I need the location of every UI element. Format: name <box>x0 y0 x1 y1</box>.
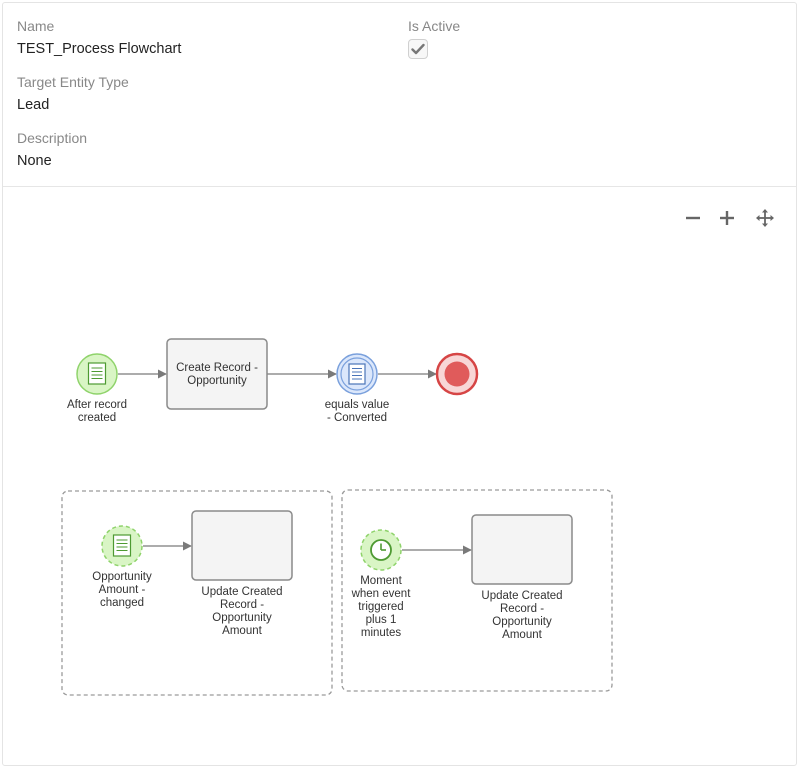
description-value: None <box>17 153 52 169</box>
subprocess-group-1 <box>61 490 333 696</box>
end-event-node[interactable] <box>435 352 479 396</box>
timer-event-node[interactable] <box>360 529 402 571</box>
update-record-label-1: Update Created Record - Opportunity Amou… <box>201 586 283 637</box>
document-icon <box>112 534 132 557</box>
plus-icon <box>720 211 734 225</box>
is-active-label: Is Active <box>408 18 461 34</box>
timer-event-label: Moment when event triggered plus 1 minut… <box>351 575 411 639</box>
pan-button[interactable] <box>754 207 776 229</box>
description-label: Description <box>17 130 88 146</box>
update-record-task-1[interactable] <box>191 510 293 581</box>
amount-changed-label: Opportunity Amount - changed <box>92 571 152 609</box>
update-record-task-2[interactable] <box>471 514 573 585</box>
checkmark-icon <box>411 43 425 55</box>
document-icon <box>348 363 366 385</box>
condition-event-node[interactable] <box>336 353 378 395</box>
start-event-label: After record created <box>66 399 128 424</box>
move-arrows-icon <box>756 209 774 227</box>
amount-changed-event-node[interactable] <box>101 525 143 567</box>
start-event-node[interactable] <box>76 353 118 395</box>
create-record-label: Create Record - Opportunity <box>176 362 258 387</box>
name-label: Name <box>17 18 55 34</box>
minus-icon <box>686 216 700 220</box>
condition-label: equals value - Converted <box>324 399 390 424</box>
is-active-checkbox[interactable] <box>408 39 428 59</box>
clock-icon <box>370 539 392 561</box>
target-entity-value: Lead <box>17 97 50 113</box>
target-entity-label: Target Entity Type <box>17 74 129 90</box>
create-record-task[interactable] <box>166 338 268 410</box>
zoom-out-button[interactable] <box>682 207 704 229</box>
flowchart-canvas[interactable] <box>3 187 796 765</box>
update-record-label-2: Update Created Record - Opportunity Amou… <box>481 590 563 641</box>
document-icon <box>87 362 107 385</box>
name-value: TEST_Process Flowchart <box>17 41 182 57</box>
details-section: Name TEST_Process Flowchart Is Active Ta… <box>3 3 796 187</box>
subprocess-group-2 <box>341 489 613 692</box>
zoom-in-button[interactable] <box>716 207 738 229</box>
